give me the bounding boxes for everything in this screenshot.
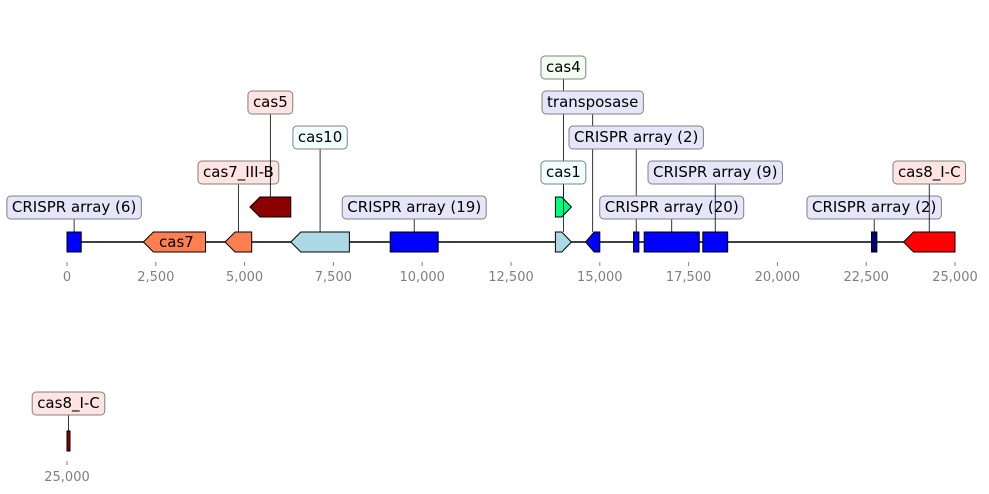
track-overflow: 25,000 cas8_I-C [31, 391, 106, 485]
feature-label: cas4 [546, 58, 581, 76]
feature-label-box [6, 195, 142, 220]
feature-crispr-array-19- [389, 231, 439, 253]
tick-label: 17,500 [666, 270, 712, 285]
feature-label-box [31, 391, 106, 416]
tick-label: 25,000 [44, 470, 90, 485]
tick-label: 0 [63, 270, 71, 285]
feature-label-box [540, 55, 587, 80]
tick-label: 12,500 [488, 270, 534, 285]
feature-label: cas8_I-C [898, 163, 961, 182]
feature-label-box [197, 160, 280, 185]
feature-label-box [292, 125, 348, 150]
tick-label: 10,000 [399, 270, 445, 285]
feature-crispr-array-2- [633, 231, 640, 253]
feature-cas7-iii-b [224, 231, 253, 253]
feature-crispr-array-20- [643, 231, 700, 253]
feature-label-box [892, 160, 967, 185]
feature-label: CRISPR array (9) [653, 163, 777, 181]
feature-cas8-i-c [902, 231, 956, 253]
feature-label: cas7 [159, 233, 194, 251]
feature-label: CRISPR array (2) [812, 198, 936, 216]
tick-label: 2,500 [137, 270, 174, 285]
feature-transposase [584, 231, 601, 253]
feature-crispr-array-6- [66, 231, 82, 253]
feature-label: CRISPR array (6) [12, 198, 136, 216]
tick-label: 15,000 [577, 270, 623, 285]
feature-crispr-array-9- [702, 231, 729, 253]
feature-cas7 [142, 231, 207, 253]
tick-label: 22,500 [843, 270, 889, 285]
feature-label: cas5 [253, 93, 288, 111]
feature-label-box [540, 160, 587, 185]
tick-label: 5,000 [226, 270, 263, 285]
feature-cas5 [249, 196, 292, 218]
feature-label-box [247, 90, 294, 115]
tick-label: 20,000 [755, 270, 801, 285]
tick-label: 7,500 [315, 270, 352, 285]
feature-label: CRISPR array (19) [347, 198, 481, 216]
feature-cas10 [290, 231, 350, 253]
feature-label: CRISPR array (20) [605, 198, 739, 216]
feature-cas1 [554, 231, 573, 253]
feature-crispr-array-2- [871, 231, 878, 253]
feature-label-box [647, 160, 783, 185]
feature-label-box [806, 195, 942, 220]
feature-label-box [341, 195, 487, 220]
tick-label: 25,000 [932, 270, 978, 285]
feature-label: cas7_III-B [203, 163, 274, 182]
track-main: 0 2,500 5,000 7,500 10,000 12,500 15,000 17,500… [6, 55, 978, 285]
feature-label-box [541, 90, 644, 115]
feature-label: cas8_I-C [37, 394, 100, 413]
feature-label-box [568, 125, 704, 150]
feature-label: cas10 [298, 128, 342, 146]
feature-label: CRISPR array (2) [574, 128, 698, 146]
feature-label: cas1 [546, 163, 581, 181]
feature-label: transposase [547, 93, 638, 111]
feature-label-box [599, 195, 745, 220]
feature-cas8-i-c [66, 430, 71, 452]
